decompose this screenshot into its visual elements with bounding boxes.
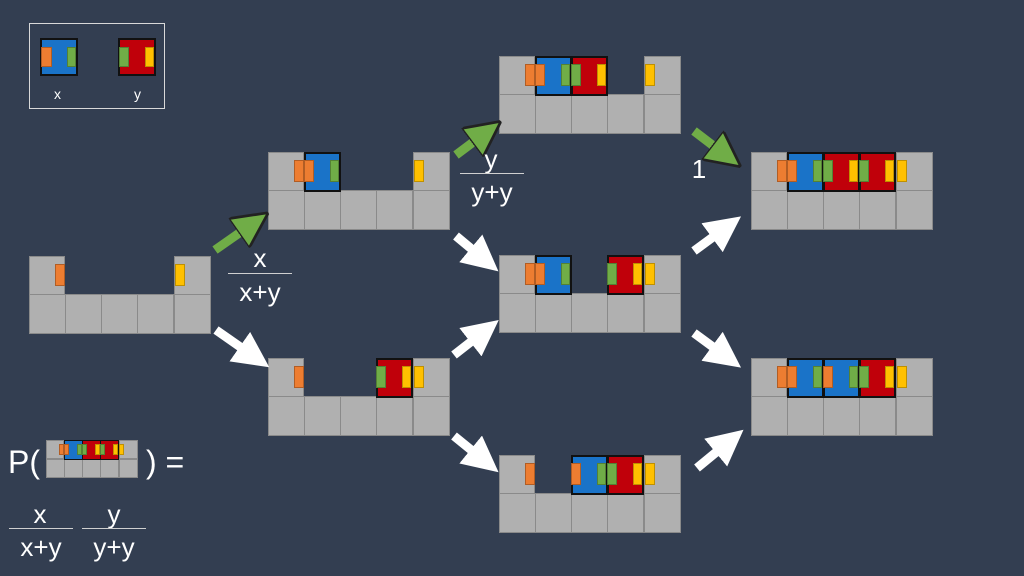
fraction-second-line — [460, 173, 524, 174]
arrow-white-x-to-gap — [453, 232, 499, 272]
legend-box: x y — [29, 23, 165, 109]
formula-prefix: P( — [8, 444, 40, 480]
arrow-white-y-to-gap — [451, 320, 499, 359]
tray-x-placed — [268, 152, 450, 230]
formula-suffix: ) = — [146, 444, 185, 480]
formula-term-2-denominator: y+y — [93, 532, 135, 562]
fraction-second-denominator: y+y — [471, 177, 513, 207]
arrow-white-y-to-yx — [451, 432, 499, 473]
legend-block-y — [118, 38, 156, 76]
legend-label-y: y — [134, 86, 141, 102]
arrow-green-xy-to-xyy — [691, 127, 728, 157]
tray-y-x-adjacent — [499, 455, 681, 533]
formula-term-1-line — [9, 528, 73, 529]
tray-x-y-adjacent — [499, 56, 681, 134]
tray-x-y-gap — [499, 255, 681, 333]
fraction-first-line — [228, 273, 292, 274]
formula-mini-tray — [46, 440, 138, 478]
formula-term-1-denominator: x+y — [20, 532, 62, 562]
arrow-white-gap-to-xxy — [691, 329, 742, 368]
arrow-green-x-to-xy — [453, 131, 488, 159]
fraction-third-value: 1 — [691, 154, 707, 184]
arrow-green-start-to-x — [212, 222, 255, 254]
arrow-white-gap-to-xyy — [691, 216, 742, 255]
tray-y-placed — [268, 358, 450, 436]
legend-block-x — [40, 38, 78, 76]
tray-start — [29, 256, 211, 334]
arrow-white-start-to-y — [213, 326, 270, 368]
formula-term-2-numerator: y — [107, 499, 121, 529]
tray-x-x-y-full — [751, 358, 933, 436]
arrow-white-yx-to-xxy — [694, 429, 744, 472]
formula-term-2-line — [82, 528, 146, 529]
fraction-first-denominator: x+y — [239, 277, 281, 307]
formula-term-1-numerator: x — [33, 499, 47, 529]
tray-x-y-y-full — [751, 152, 933, 230]
fraction-first-numerator: x — [253, 243, 267, 273]
legend-label-x: x — [54, 86, 61, 102]
fraction-second-numerator: y — [484, 144, 498, 174]
